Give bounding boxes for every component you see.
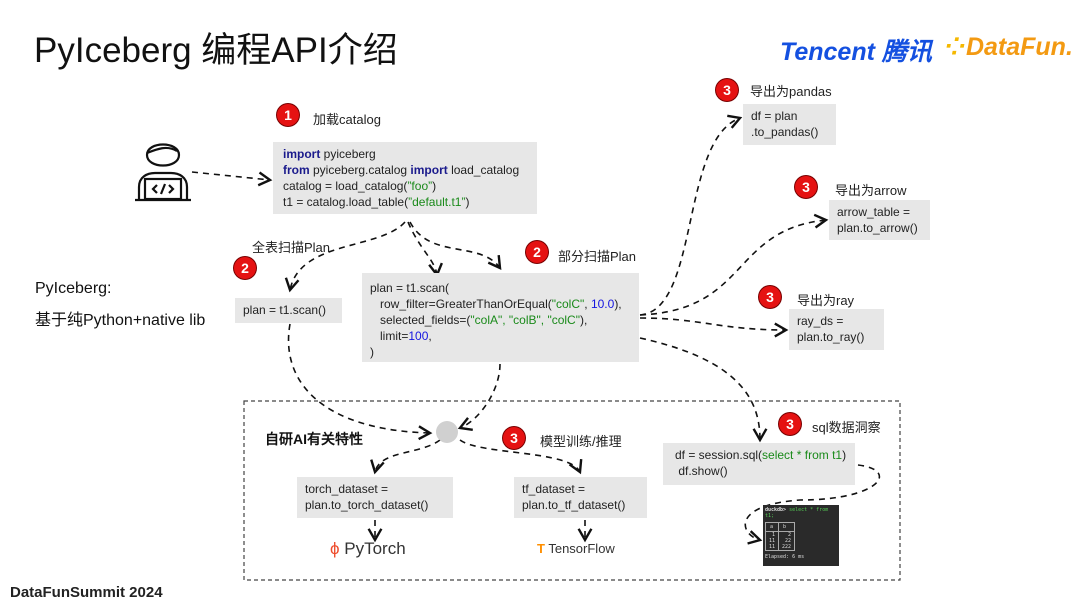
code-token: ”default.t1”: [408, 195, 466, 209]
code-token: "colC": [551, 297, 585, 311]
pytorch-logo-text: PyTorch: [344, 539, 406, 558]
ai-features-title: 自研AI有关特性: [265, 431, 363, 447]
step-badge: 2: [234, 257, 256, 279]
code-token: 10.0: [590, 297, 615, 311]
training-inference-label: 模型训练/推理: [540, 434, 622, 449]
tencent-logo: Tencent 腾讯: [780, 38, 932, 66]
code-line: ray_ds =: [797, 314, 844, 328]
datafun-logo: ⁘DataFun.: [945, 33, 1073, 61]
full-scan-label: 全表扫描Plan: [252, 240, 331, 255]
developer-icon: [135, 143, 191, 202]
code-token: row_filter=GreaterThanOrEqual(: [370, 297, 552, 311]
pandas-code: df = plan .to_pandas(): [743, 104, 836, 145]
code-token: load_catalog: [447, 163, 520, 177]
table-header: a: [764, 522, 780, 532]
code-token: t1 = catalog.load_table(: [283, 195, 409, 209]
code-token: select * from t1: [762, 448, 843, 462]
code-token: catalog = load_catalog(: [283, 179, 408, 193]
code-line: df = plan: [751, 109, 798, 123]
ray-label: 导出为ray: [797, 293, 855, 308]
code-line: arrow_table =: [837, 205, 911, 219]
footer: DataFunSummit 2024: [10, 584, 163, 601]
page-title: PyIceberg 编程API介绍: [34, 31, 398, 70]
code-token: ,: [428, 329, 432, 343]
pytorch-logo: ϕ PyTorch: [330, 539, 406, 559]
ray-code: ray_ds = plan.to_ray(): [789, 309, 884, 350]
code-token: ”foo”: [407, 179, 433, 193]
code-token: import: [283, 147, 321, 161]
code-line: torch_dataset =: [305, 482, 389, 496]
code-line: .to_pandas(): [751, 125, 819, 139]
code-token: import: [410, 163, 448, 177]
table-cell: 11: [769, 544, 776, 550]
side-note-title: PyIceberg:: [35, 280, 112, 297]
code-token: limit=: [370, 329, 409, 343]
table-cell: 1: [772, 532, 776, 538]
code-token: df.show(): [675, 464, 728, 478]
code-token: ): [370, 345, 374, 359]
tensorflow-logo: T TensorFlow: [537, 541, 615, 556]
step-badge: 3: [716, 79, 738, 101]
step-badge: 1: [277, 104, 299, 126]
code-token: pyiceberg.catalog: [309, 163, 411, 177]
code-line: plan.to_tf_dataset(): [522, 498, 626, 512]
tf-dataset-code: tf_dataset = plan.to_tf_dataset(): [514, 477, 647, 518]
torch-dataset-code: torch_dataset = plan.to_torch_dataset(): [297, 477, 453, 518]
step-badge: 3: [795, 176, 817, 198]
code-line: plan.to_ray(): [797, 330, 865, 344]
duckdb-elapsed: Elapsed: 6 ms: [765, 554, 805, 560]
sql-code: df = session.sql(select * from t1) df.sh…: [663, 443, 855, 485]
code-token: from: [283, 163, 310, 177]
duckdb-prompt: duckdb>: [765, 507, 787, 513]
load-catalog-code: import pyiceberg from pyiceberg.catalog …: [273, 142, 537, 214]
code-token: ): [842, 448, 847, 462]
code-token: ),: [579, 313, 588, 327]
step-badge: 2: [526, 241, 548, 263]
side-note-desc: 基于纯Python+native lib: [35, 312, 206, 329]
code-token: 100: [408, 329, 429, 343]
code-token: ,: [584, 297, 591, 311]
code-line: tf_dataset =: [522, 482, 586, 496]
pytorch-flame-icon: ϕ: [330, 539, 340, 558]
table-cell: 11: [769, 538, 776, 544]
full-scan-code: plan = t1.scan(): [235, 298, 342, 323]
ai-features-frame: [243, 400, 901, 581]
partial-scan-code: plan = t1.scan( row_filter=GreaterThanOr…: [362, 273, 639, 362]
code-token: pyiceberg: [320, 147, 376, 161]
code-line: plan.to_torch_dataset(): [305, 498, 429, 512]
code-token: ): [465, 195, 470, 209]
tensorflow-logo-text: TensorFlow: [548, 541, 615, 556]
arrow-code: arrow_table = plan.to_arrow(): [829, 200, 930, 240]
step-badge: 3: [503, 427, 525, 449]
load-catalog-label: 加载catalog: [313, 112, 381, 127]
step-badge: 3: [759, 286, 781, 308]
step-badge: 3: [779, 413, 801, 435]
code-token: df = session.sql(: [675, 448, 763, 462]
table-cell: 222: [782, 544, 792, 550]
table-header: b: [778, 522, 796, 532]
code-token: ): [432, 179, 437, 193]
code-token: selected_fields=(: [370, 313, 471, 327]
code-token: "colA", "colB", "colC": [470, 313, 580, 327]
junction-node: [436, 421, 458, 443]
arrow-label: 导出为arrow: [835, 183, 907, 198]
code-token: plan = t1.scan(: [370, 281, 450, 295]
code-line: plan.to_arrow(): [837, 221, 918, 235]
partial-scan-label: 部分扫描Plan: [558, 249, 637, 264]
table-cell: 22: [785, 538, 792, 544]
sql-label: sql数据洞察: [812, 420, 881, 435]
tensorflow-icon: T: [537, 541, 545, 556]
table-cell: 2: [788, 532, 792, 538]
pandas-label: 导出为pandas: [750, 84, 832, 99]
datafun-logo-text: DataFun.: [965, 33, 1073, 61]
duckdb-query: select * from t1;: [765, 507, 829, 519]
code-token: ),: [614, 297, 622, 311]
